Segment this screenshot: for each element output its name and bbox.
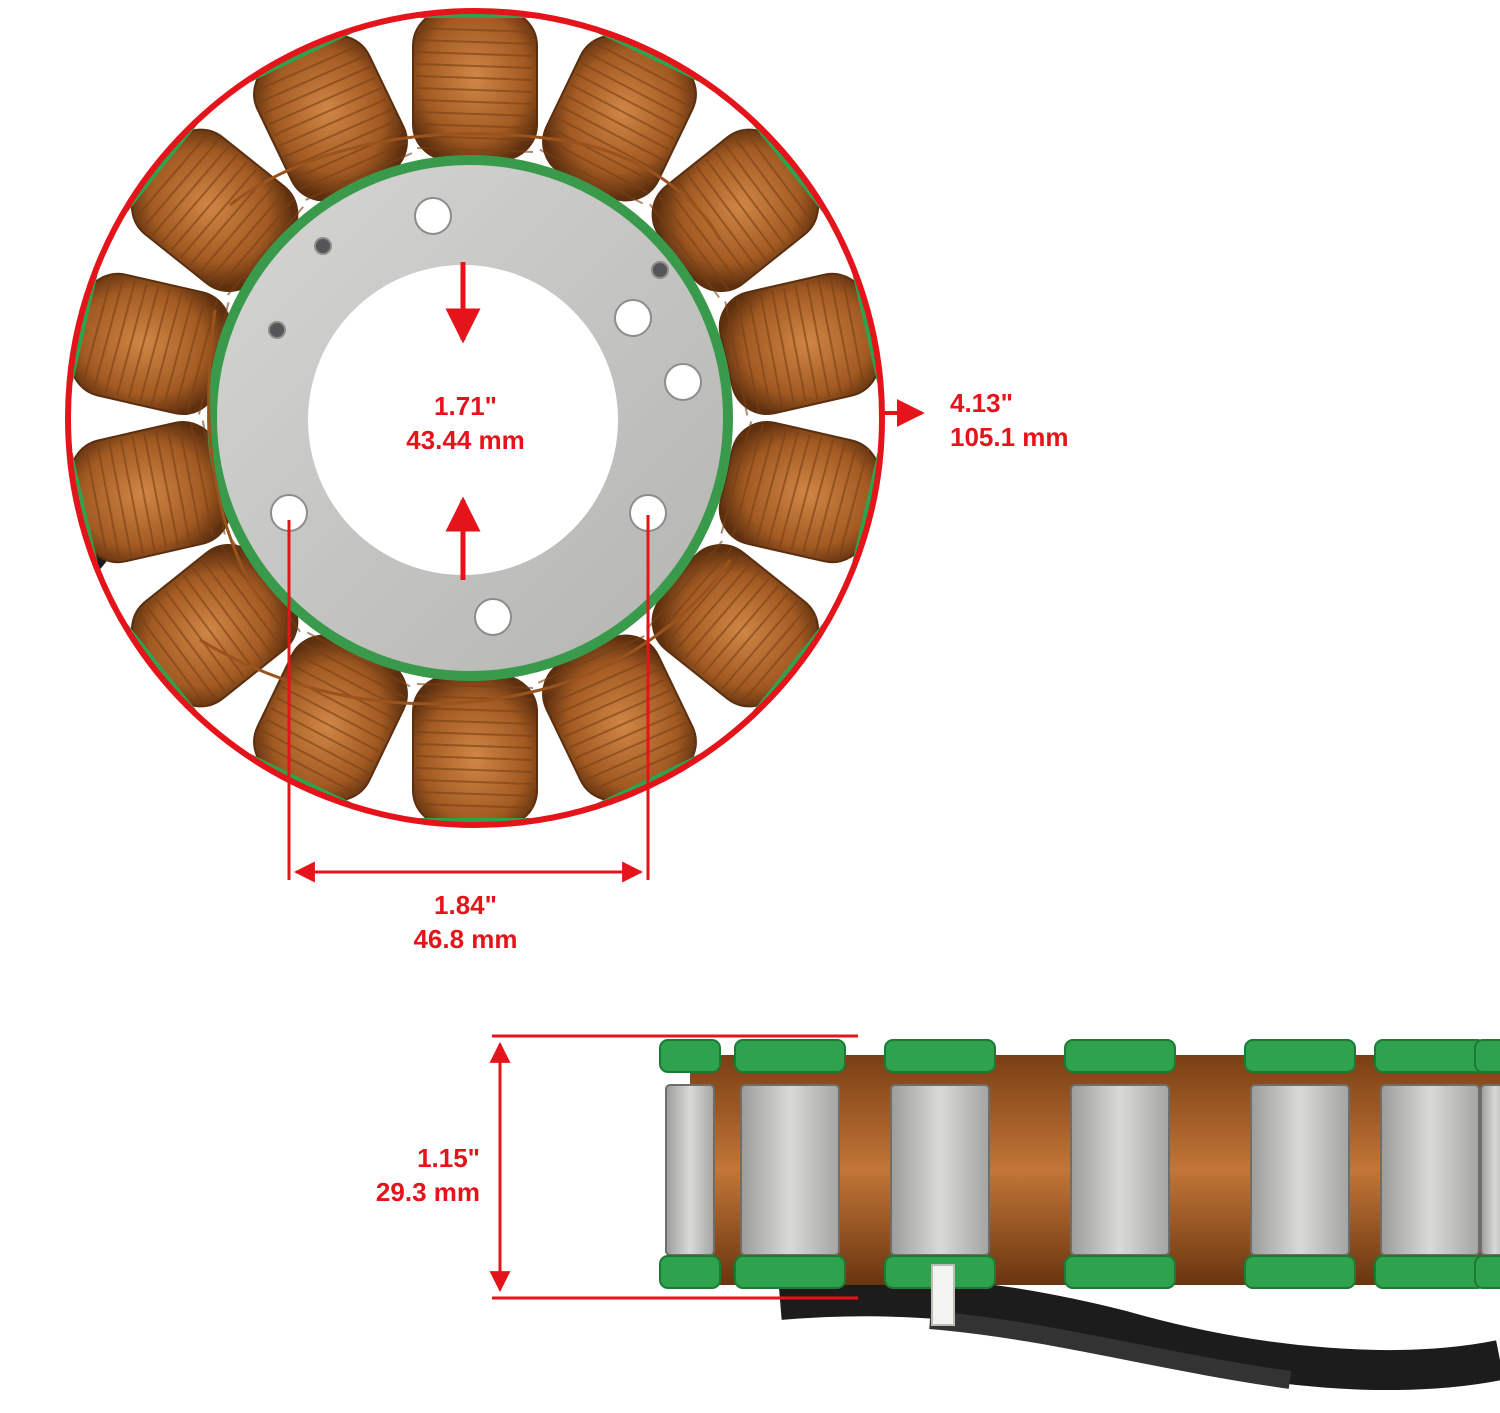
inner-diameter-mm: 43.44 mm	[406, 425, 525, 455]
bolt-spacing-mm: 46.8 mm	[413, 924, 518, 954]
height-inch: 1.15"	[417, 1143, 480, 1173]
side-pole	[1374, 1039, 1486, 1289]
side-pole	[1064, 1039, 1176, 1289]
bolt-hole	[664, 363, 702, 401]
bolt-hole	[414, 197, 452, 235]
outer-diameter-mm: 105.1 mm	[950, 422, 1069, 452]
height-mm: 29.3 mm	[375, 1177, 480, 1207]
bolt-spacing-label: 1.84" 46.8 mm	[383, 888, 548, 956]
side-pole	[734, 1039, 846, 1289]
side-pole	[659, 1039, 721, 1289]
side-view	[659, 1039, 1500, 1390]
inner-bore	[308, 265, 618, 575]
coil	[718, 267, 880, 416]
bolt-hole	[268, 321, 286, 339]
side-pole-row	[659, 1039, 1500, 1289]
bolt-hole	[614, 299, 652, 337]
inner-diameter-label: 1.71" 43.44 mm	[383, 389, 548, 457]
mounting-holes	[268, 197, 702, 636]
bolt-hole	[651, 261, 669, 279]
outer-diameter-outline	[65, 8, 885, 828]
bolt-spacing-inch: 1.84"	[434, 890, 497, 920]
coil	[718, 421, 880, 569]
bolt-hole	[474, 598, 512, 636]
inner-diameter-inch: 1.71"	[434, 391, 497, 421]
outer-diameter-label: 4.13" 105.1 mm	[950, 386, 1069, 454]
bolt-hole	[314, 237, 332, 255]
cable-tie	[931, 1264, 955, 1326]
coil	[412, 675, 538, 823]
height-label: 1.15" 29.3 mm	[340, 1141, 480, 1209]
side-pole	[1244, 1039, 1356, 1289]
outer-diameter-inch: 4.13"	[950, 388, 1013, 418]
side-pole	[1474, 1039, 1500, 1289]
side-wiring-cable	[778, 1276, 1500, 1390]
